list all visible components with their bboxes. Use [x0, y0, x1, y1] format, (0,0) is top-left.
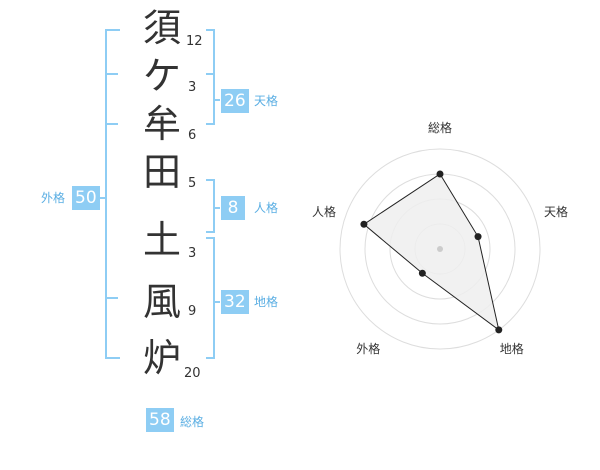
soukaku-label: 総格	[180, 415, 205, 429]
name-char-1: 須	[142, 6, 181, 50]
radar-axis-label: 天格	[544, 205, 569, 220]
gaikaku-badge: 50	[72, 186, 100, 210]
soukaku-badge: 58	[146, 408, 174, 432]
radar-point	[474, 233, 482, 241]
stroke-count-7: 20	[184, 366, 201, 381]
radar-axis-label: 総格	[427, 121, 453, 135]
radar-center	[437, 246, 443, 252]
stroke-count-5: 3	[188, 246, 197, 261]
name-char-3: 牟	[142, 102, 181, 146]
radar-axis-label: 人格	[311, 205, 336, 220]
radar-point	[495, 326, 503, 334]
gaikaku-label: 外格	[41, 191, 66, 205]
chikaku-badge: 32	[221, 290, 249, 314]
radar-axis-label: 地格	[499, 341, 524, 356]
name-char-2: ケ	[142, 54, 181, 98]
radar-point	[436, 170, 444, 178]
tenkaku-badge: 26	[221, 89, 249, 113]
stroke-count-6: 9	[188, 304, 197, 319]
tenkaku-label: 天格	[254, 94, 279, 108]
stroke-count-1: 12	[186, 34, 203, 49]
name-char-4: 田	[142, 150, 181, 194]
jinkaku-label: 人格	[254, 201, 279, 215]
name-char-5: 土	[142, 218, 181, 262]
radar-axis-label: 外格	[356, 341, 381, 356]
name-char-6: 風	[142, 280, 181, 324]
chikaku-label: 地格	[254, 295, 279, 309]
radar-polygon	[363, 173, 500, 332]
radar-point	[360, 220, 368, 228]
stroke-count-2: 3	[188, 80, 197, 95]
stroke-count-4: 5	[188, 176, 197, 191]
name-char-7: 炉	[142, 336, 181, 380]
jinkaku-badge: 8	[221, 196, 245, 220]
stroke-count-3: 6	[188, 128, 197, 143]
radar-point	[418, 269, 426, 277]
